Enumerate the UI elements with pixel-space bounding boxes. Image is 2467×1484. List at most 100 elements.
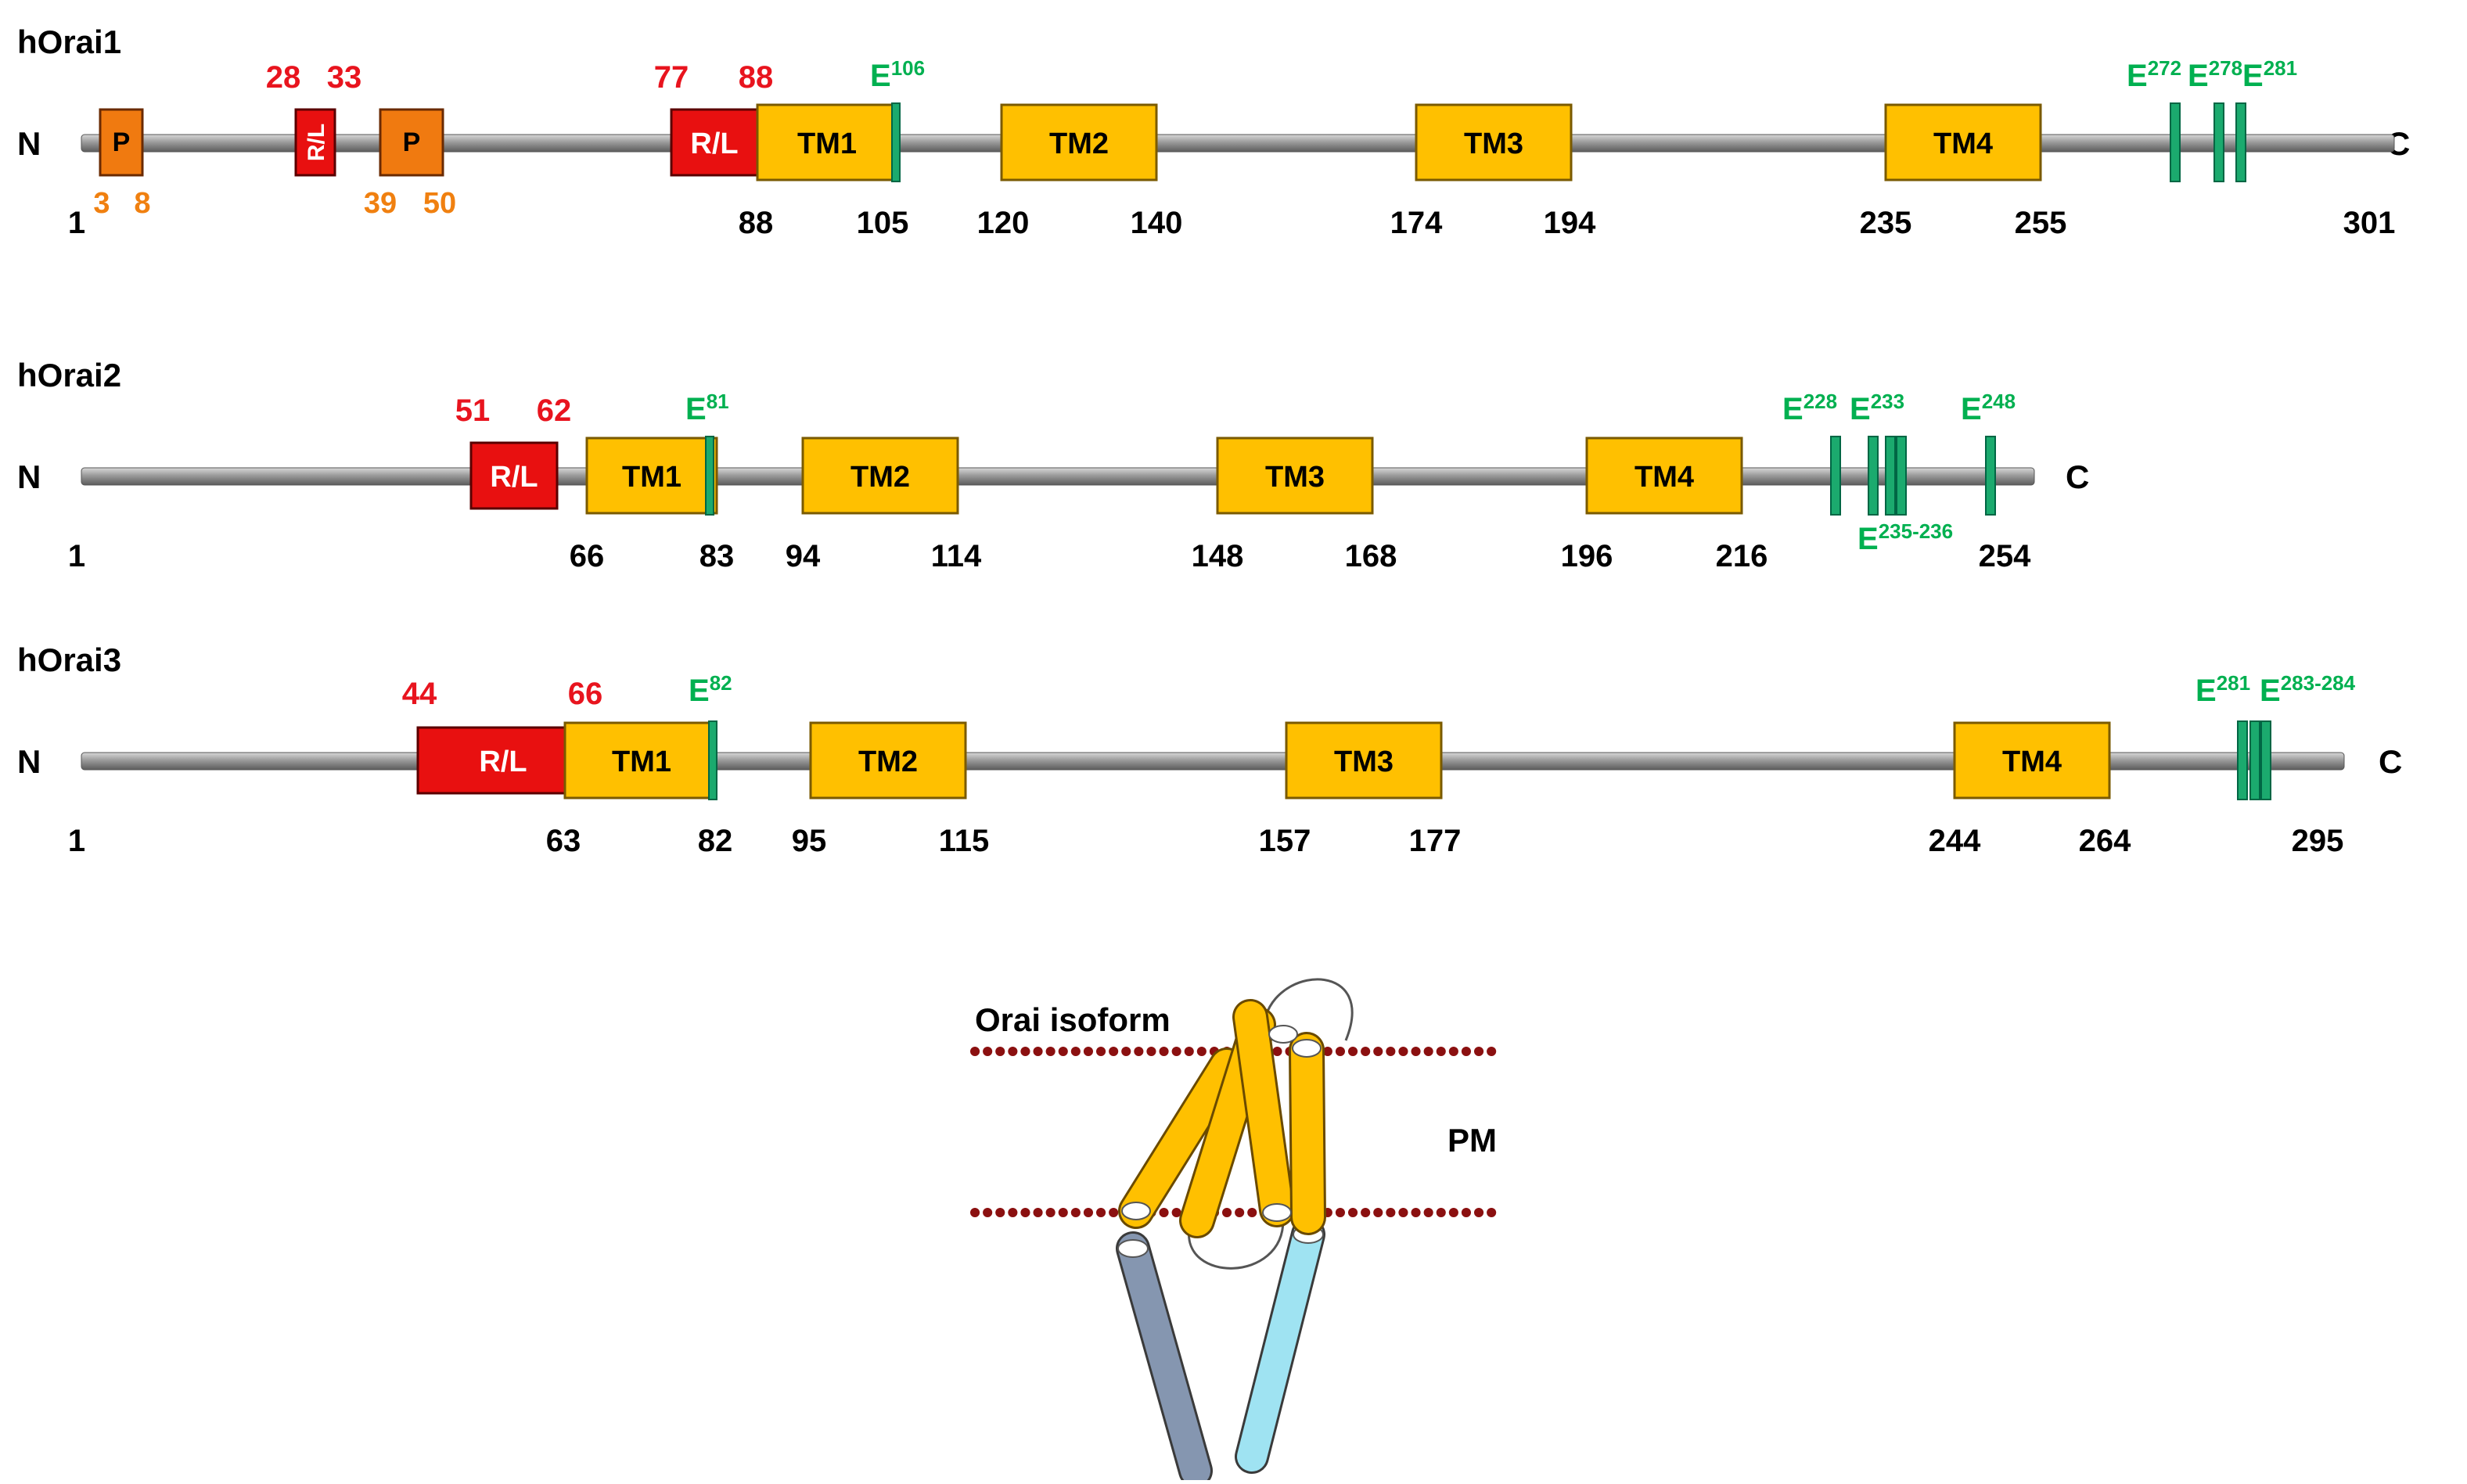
tm-domain-start: 196 [1561, 539, 1613, 573]
tm-domain-start: 63 [546, 824, 581, 858]
tm-domain-label: TM2 [1049, 128, 1109, 160]
glutamate-label: E272 [2127, 56, 2181, 93]
p-domain-end: 50 [423, 187, 456, 220]
tm-domain-end: 83 [699, 539, 735, 573]
glutamate-label: E281 [2195, 671, 2250, 708]
tm-domain-label: TM3 [1334, 746, 1394, 778]
rl-domain [294, 108, 336, 177]
glutamate-marker [2249, 720, 2260, 800]
tm-domain-label: TM4 [1634, 461, 1694, 494]
tm-domain-start: 235 [1860, 206, 1912, 240]
tm-domain-end: 82 [698, 824, 733, 858]
p-domain [99, 108, 144, 177]
membrane-topology-model: Orai isoform PM [970, 978, 1507, 1484]
rl-domain-label: R/L [304, 124, 329, 161]
glutamate-marker [1885, 436, 1896, 516]
tm1-helix [1120, 1050, 1242, 1227]
helix-end-cap [1121, 1202, 1151, 1220]
sequence-end: 301 [2343, 206, 2396, 240]
helix-end-cap [1292, 1039, 1322, 1058]
rl-domain-end: 62 [537, 393, 572, 428]
rl-domain-start: 77 [654, 60, 689, 95]
tm-domain [1585, 437, 1743, 515]
tm-domain-start: 88 [739, 206, 774, 240]
protein-hOrai2: hOrai2 N C R/L 51 62 TM1 TM2 TM3 TM4 66 … [17, 357, 2089, 573]
rl-domain [670, 108, 759, 177]
tm-domain-start: 120 [977, 206, 1030, 240]
tm-domain [1884, 103, 2042, 181]
glutamate-marker [1985, 436, 1996, 516]
tm4-helix [1291, 1034, 1324, 1233]
tm-domain-end: 115 [939, 824, 990, 858]
tm-domain-end: 114 [931, 539, 982, 573]
protein-hOrai3: hOrai3 N C R/L 44 66 TM1 TM2 TM3 TM4 63 … [17, 641, 2402, 858]
glutamate-label: E278 [2188, 56, 2242, 93]
glutamate-label: E281 [2242, 56, 2297, 93]
tm-domain [1285, 721, 1443, 799]
c-terminus-label: C [2066, 458, 2089, 495]
tm-domain [809, 721, 967, 799]
glutamate-marker [2170, 102, 2181, 182]
tm-domain [1216, 437, 1374, 515]
glutamate-marker [1896, 436, 1907, 516]
glutamate-label: E82 [689, 671, 732, 708]
sequence-start: 1 [68, 824, 85, 858]
tm-domain-end: 140 [1131, 206, 1183, 240]
membrane-label: PM [1447, 1122, 1497, 1159]
tm-domain-label: TM4 [2002, 746, 2062, 778]
tm-domain-end: 194 [1544, 206, 1596, 240]
rl-domain-end: 66 [568, 677, 603, 711]
tm-domain [1000, 103, 1158, 181]
glutamate-label: E233 [1850, 390, 1904, 426]
tm-domain [756, 103, 898, 181]
glutamate-label: E248 [1961, 390, 2016, 426]
rl-domain-start: 28 [266, 60, 301, 95]
tm-domain-end: 168 [1345, 539, 1397, 573]
tm-domain-label: TM2 [858, 746, 918, 778]
tm-domain-start: 174 [1390, 206, 1443, 240]
tm-domain-label: TM3 [1464, 128, 1523, 160]
rl-domain-start: 44 [402, 677, 437, 711]
helix-end-cap [1262, 1203, 1292, 1222]
glutamate-marker [891, 102, 901, 182]
p-domain-end: 8 [134, 187, 150, 220]
rl-domain-start: 51 [455, 393, 491, 428]
rl-domain-end: 33 [327, 60, 362, 95]
glutamate-label: E235-236 [1857, 519, 1953, 556]
tm-domain-end: 177 [1409, 824, 1462, 858]
tm-domain-end: 105 [857, 206, 909, 240]
p-domain [379, 108, 444, 177]
rl-domain [469, 441, 559, 510]
p-domain-start: 3 [93, 187, 110, 220]
sequence-start: 1 [68, 206, 85, 240]
helix-end-cap [1268, 1025, 1298, 1044]
glutamate-marker [708, 720, 717, 800]
tm-domain-end: 216 [1716, 539, 1768, 573]
glutamate-label: E106 [870, 56, 925, 93]
tm-domain-start: 66 [570, 539, 605, 573]
glutamate-marker [2213, 102, 2224, 182]
protein-name: hOrai1 [17, 23, 121, 60]
n-terminal-helix [1118, 1234, 1210, 1484]
protein-name: hOrai3 [17, 641, 121, 678]
n-terminus-label: N [17, 743, 41, 780]
glutamate-marker [2237, 720, 2248, 800]
tm-domain [801, 437, 959, 515]
tm-domain-start: 157 [1259, 824, 1311, 858]
p-domain-start: 39 [364, 187, 397, 220]
tm-domain [585, 437, 718, 515]
backbone-line [81, 134, 2395, 153]
extracellular-loop [1264, 978, 1354, 1041]
tm-domain-label: TM2 [851, 461, 910, 494]
rl-domain-label: R/L [479, 746, 527, 778]
helix-end-cap [1117, 1239, 1149, 1258]
tm-domain [563, 721, 717, 799]
sequence-end: 254 [1979, 539, 2031, 573]
glutamate-marker [2260, 720, 2271, 800]
tm-domain-label: TM1 [622, 461, 681, 494]
tm-domain-start: 95 [792, 824, 827, 858]
tm-domain-start: 148 [1192, 539, 1244, 573]
glutamate-label: E283-284 [2260, 671, 2356, 708]
tm-domain-end: 264 [2079, 824, 2131, 858]
